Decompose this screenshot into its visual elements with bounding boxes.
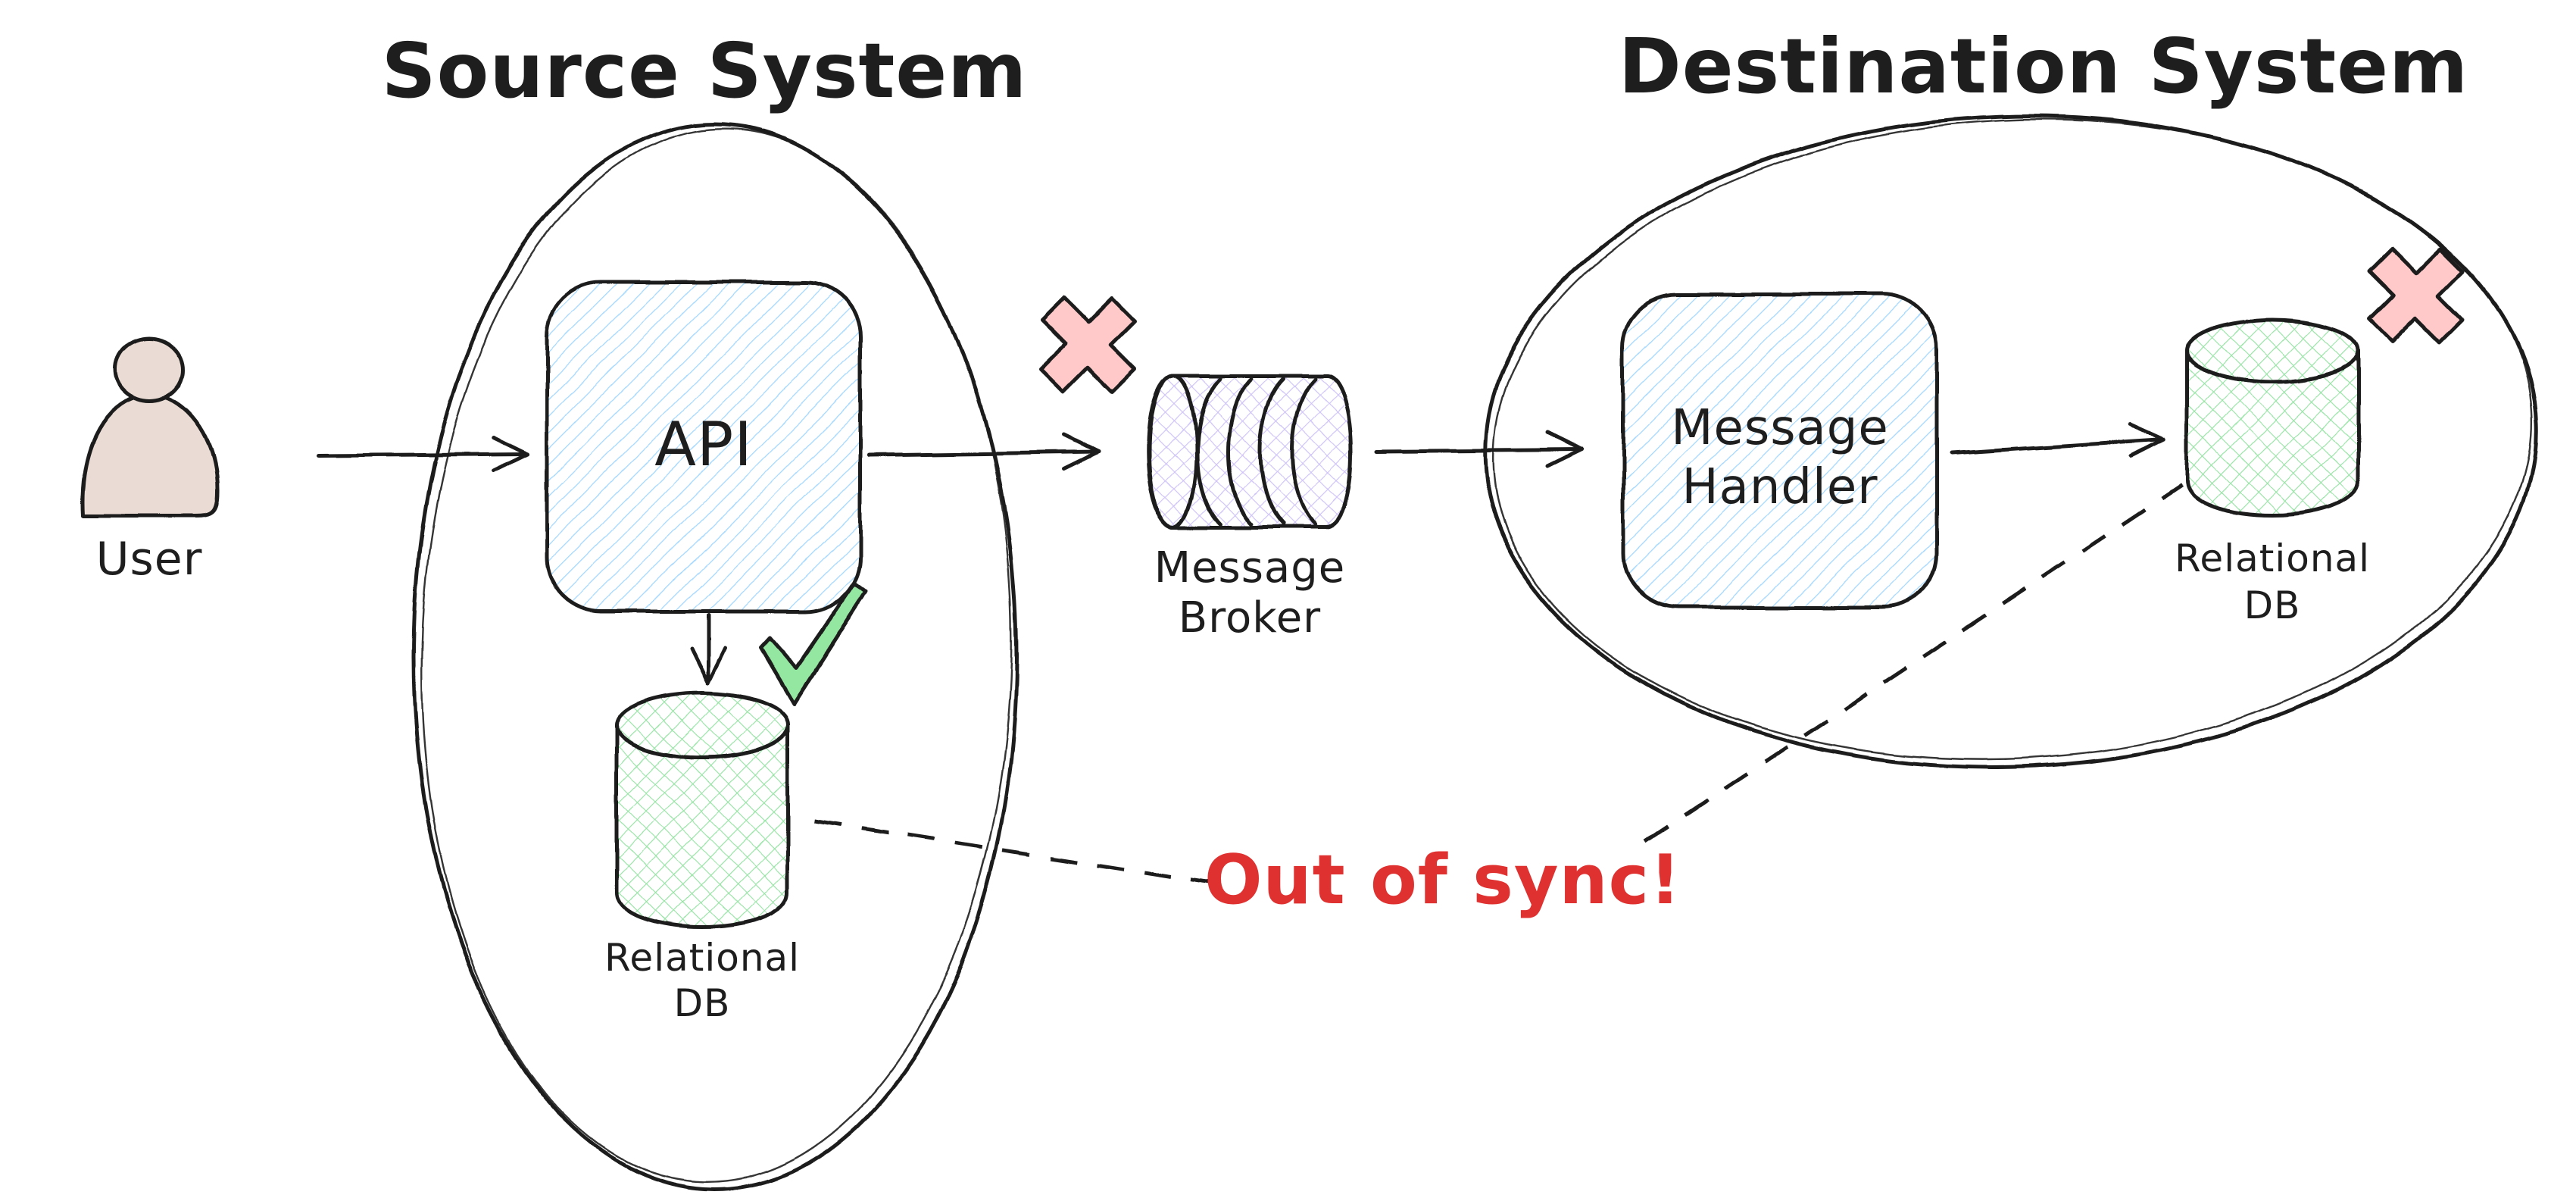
user-figure — [80, 336, 220, 518]
message-broker-node — [1146, 374, 1353, 530]
arrow-api-to-broker — [867, 433, 1101, 471]
arrow-handler-to-db — [1949, 422, 2165, 458]
source-db-label-line1: Relational — [604, 936, 800, 980]
arrow-api-to-db — [689, 613, 727, 685]
source-system-boundary — [411, 122, 1019, 1192]
check-icon — [759, 581, 868, 706]
handler-label-line2: Handler — [1682, 459, 1878, 515]
out-of-sync-label: Out of sync! — [1204, 840, 1681, 920]
destination-system-title: Destination System — [1619, 22, 2468, 111]
broker-label-line1: Message — [1154, 543, 1345, 593]
source-db-label-line2: DB — [674, 981, 731, 1025]
message-handler-node — [1621, 292, 1939, 610]
user-label: User — [96, 533, 203, 586]
x-icon-destination-write — [2368, 247, 2465, 344]
arrow-broker-to-handler — [1375, 430, 1584, 468]
api-node — [545, 280, 863, 614]
broker-label-line2: Broker — [1179, 593, 1321, 643]
destination-db-node — [2184, 317, 2360, 518]
dashed-link-destination-db — [1644, 483, 2183, 843]
arrow-user-to-api — [316, 435, 530, 473]
source-db-node — [614, 690, 790, 930]
destination-system-boundary — [1483, 114, 2539, 769]
destination-db-label-line2: DB — [2244, 583, 2301, 627]
dashed-link-source-db — [813, 818, 1228, 887]
source-system-title: Source System — [382, 27, 1028, 115]
destination-db-label-line1: Relational — [2175, 536, 2370, 580]
x-icon-source-publish — [1040, 296, 1137, 393]
api-label: API — [654, 409, 753, 480]
handler-label-line1: Message — [1671, 400, 1889, 456]
